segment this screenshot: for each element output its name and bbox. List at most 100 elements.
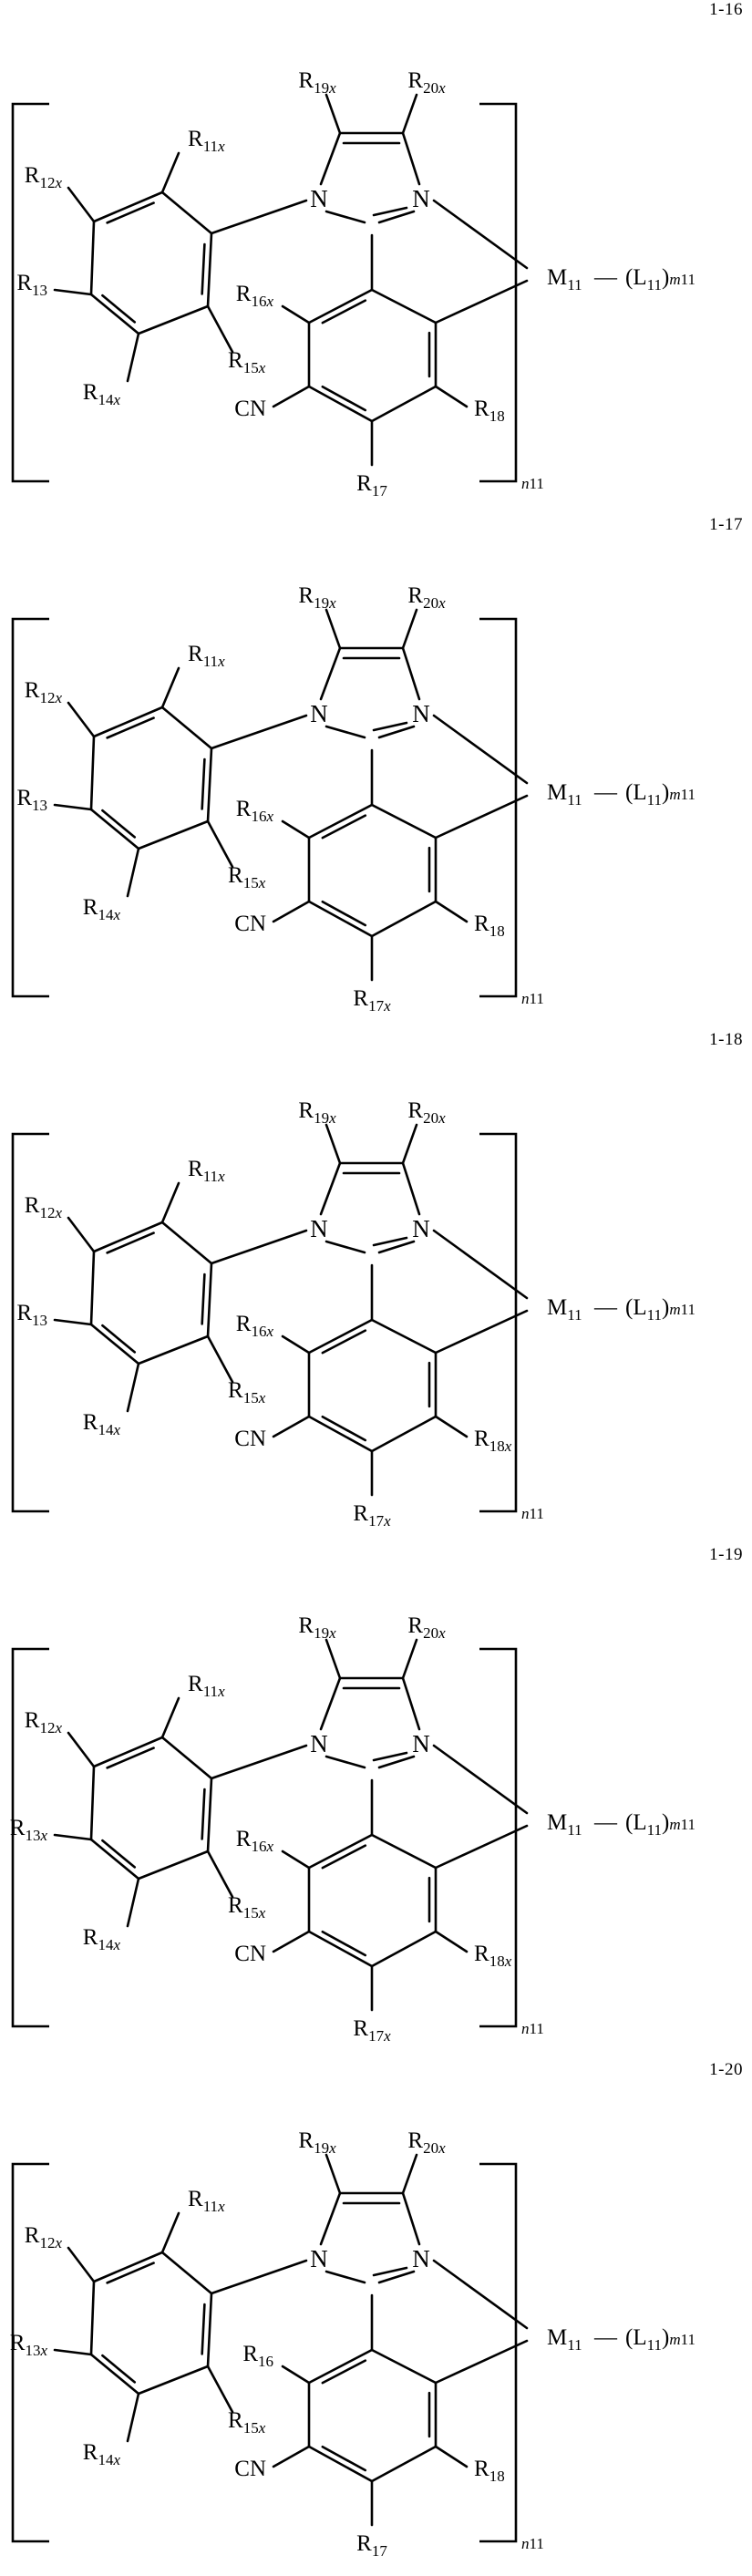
ligand-label: (L11)m11 <box>625 1810 695 1839</box>
nitrogen-right-atom: N <box>412 1730 430 1757</box>
nitrogen-left-atom: N <box>310 2245 328 2272</box>
bracket-subscript: n11 <box>521 990 544 1007</box>
label-r16: R16 <box>242 2342 273 2370</box>
ligand-label: (L11)m11 <box>625 2325 695 2354</box>
metal-ligand-bond-dash: — <box>593 265 618 290</box>
metal-label: M11 <box>547 1295 582 1324</box>
label-r11: R11x <box>188 1672 225 1700</box>
nitrile-label: CN <box>234 397 266 421</box>
label-r16: R16x <box>236 1312 274 1340</box>
formula-number: 1-17 <box>709 515 743 534</box>
nitrogen-right-atom: N <box>412 1215 430 1242</box>
label-r15: R15x <box>228 348 266 376</box>
formula-number: 1-19 <box>709 1545 743 1564</box>
label-r12: R12x <box>25 2223 63 2251</box>
label-r13: R13 <box>16 271 47 299</box>
label-r14: R14x <box>83 380 121 408</box>
metal-label: M11 <box>547 2325 582 2354</box>
metal-ligand-bond-dash: — <box>593 1295 618 1320</box>
label-r17: R17 <box>356 471 387 500</box>
label-r16: R16x <box>236 1827 274 1855</box>
label-r11: R11x <box>188 1157 225 1185</box>
label-r13: R13 <box>16 1301 47 1329</box>
nitrile-label: CN <box>234 2457 266 2481</box>
label-r13: R13x <box>10 2331 48 2359</box>
ligand-label: (L11)m11 <box>625 1295 695 1324</box>
label-r19: R19x <box>298 583 336 612</box>
label-r14: R14x <box>83 1925 121 1953</box>
nitrogen-left-atom: N <box>310 1730 328 1757</box>
nitrile-label: CN <box>234 1942 266 1966</box>
nitrogen-left-atom: N <box>310 1215 328 1242</box>
ligand-label: (L11)m11 <box>625 265 695 294</box>
label-r18: R18x <box>474 1942 512 1970</box>
label-r17: R17x <box>353 1501 391 1530</box>
bracket-subscript: n11 <box>521 2020 544 2037</box>
formula-number: 1-18 <box>709 1030 743 1049</box>
nitrile-label: CN <box>234 1427 266 1451</box>
bracket-subscript: n11 <box>521 1505 544 1522</box>
label-r17: R17x <box>353 2016 391 2045</box>
label-r15: R15x <box>228 863 266 891</box>
nitrogen-left-atom: N <box>310 185 328 212</box>
label-r19: R19x <box>298 1098 336 1127</box>
label-r14: R14x <box>83 1410 121 1438</box>
label-r18: R18x <box>474 1427 512 1455</box>
formula-number: 1-16 <box>709 0 743 19</box>
label-r20: R20x <box>407 1613 446 1642</box>
label-r18: R18 <box>474 2457 505 2485</box>
bracket-subscript: n11 <box>521 2535 544 2552</box>
label-r17: R17x <box>353 986 391 1015</box>
label-r15: R15x <box>228 1378 266 1406</box>
label-r19: R19x <box>298 1613 336 1642</box>
label-r15: R15x <box>228 2408 266 2437</box>
metal-label: M11 <box>547 780 582 809</box>
label-r16: R16x <box>236 282 274 310</box>
label-r18: R18 <box>474 397 505 425</box>
label-r16: R16x <box>236 797 274 825</box>
ligand-label: (L11)m11 <box>625 780 695 809</box>
label-r12: R12x <box>25 163 63 191</box>
label-r12: R12x <box>25 1708 63 1736</box>
label-r20: R20x <box>407 583 446 612</box>
metal-ligand-bond-dash: — <box>593 780 618 805</box>
bracket-subscript: n11 <box>521 475 544 492</box>
label-r11: R11x <box>188 642 225 670</box>
label-r13: R13x <box>10 1816 48 1844</box>
label-r11: R11x <box>188 127 225 155</box>
metal-ligand-bond-dash: — <box>593 1810 618 1835</box>
nitrogen-right-atom: N <box>412 2245 430 2272</box>
label-r20: R20x <box>407 1098 446 1127</box>
nitrogen-right-atom: N <box>412 185 430 212</box>
label-r12: R12x <box>25 678 63 706</box>
label-r19: R19x <box>298 2128 336 2157</box>
metal-ligand-bond-dash: — <box>593 2325 618 2350</box>
label-r18: R18 <box>474 912 505 940</box>
label-r14: R14x <box>83 2440 121 2468</box>
label-r20: R20x <box>407 2128 446 2157</box>
label-r20: R20x <box>407 68 446 97</box>
label-r19: R19x <box>298 68 336 97</box>
metal-label: M11 <box>547 265 582 294</box>
metal-label: M11 <box>547 1810 582 1839</box>
nitrogen-right-atom: N <box>412 700 430 727</box>
label-r17: R17 <box>356 2531 387 2560</box>
nitrogen-left-atom: N <box>310 700 328 727</box>
label-r13: R13 <box>16 786 47 814</box>
label-r14: R14x <box>83 895 121 923</box>
label-r12: R12x <box>25 1193 63 1221</box>
nitrile-label: CN <box>234 912 266 936</box>
